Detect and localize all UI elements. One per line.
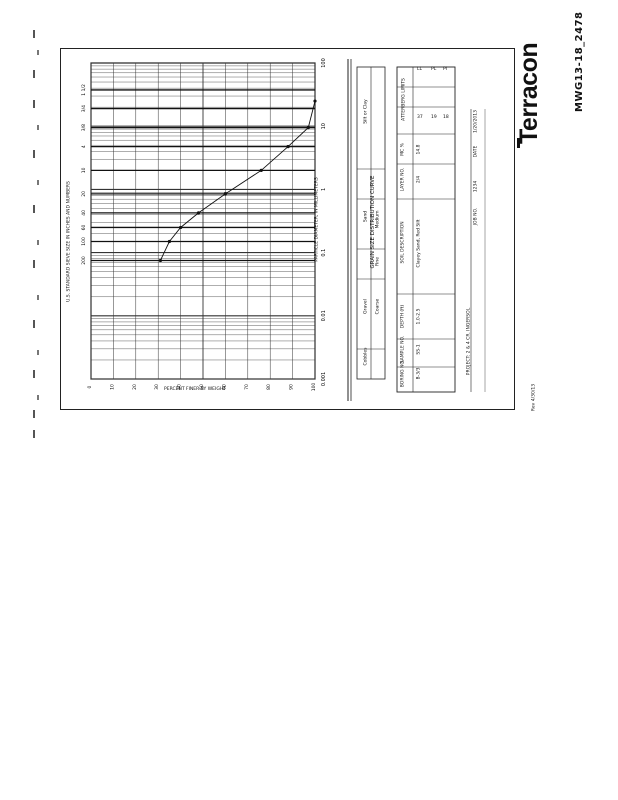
y-tick-label: 0 [87, 385, 93, 388]
data-point [158, 258, 163, 263]
row-pl: 19 [431, 115, 437, 120]
chart-grid [90, 63, 316, 380]
header-pi: PI [443, 67, 448, 72]
header-ll: LL [417, 67, 423, 72]
y-tick-label: 20 [132, 384, 138, 390]
label-cobbles: Cobbles [363, 347, 369, 366]
job-value: 1234 [473, 180, 479, 193]
y-tick-label: 80 [266, 384, 272, 390]
data-point [223, 192, 227, 196]
x-tick-label: 0.01 [321, 310, 327, 321]
header-pl: PL [431, 67, 437, 72]
sieve-label: 3/4 [81, 105, 87, 112]
top-scale-title: U.S. STANDARD SIEVE SIZE IN INCHES AND N… [66, 181, 72, 302]
row-depth: 1.0-2.5 [416, 308, 422, 325]
label-sand: Sand [363, 210, 369, 223]
x-tick-label: 100 [321, 58, 327, 68]
y-tick-label: 60 [221, 384, 227, 390]
sieve-label: 40 [81, 210, 87, 216]
sieve-label: 1 1/2 [81, 84, 87, 96]
row-description: Clayey Sand, Red Silt [416, 219, 422, 268]
sieve-label: 200 [81, 256, 87, 265]
label-gravel: Gravel [363, 299, 369, 314]
logo-underline [517, 138, 520, 148]
x-axis-ticks: 100 10 1 0.1 0.01 0.001 [321, 58, 327, 386]
x-tick-label: 0.1 [321, 249, 327, 257]
sieve-label: 60 [81, 224, 87, 230]
y-tick-label: 70 [244, 384, 250, 390]
data-point [179, 225, 183, 230]
header-depth: DEPTH (ft) [400, 304, 406, 329]
label-fine: Fine [375, 256, 381, 267]
data-point [167, 239, 171, 244]
label-silt-clay: Silt or Clay [363, 99, 369, 124]
sieve-label: 10 [81, 167, 87, 173]
x-tick-label: 10 [321, 123, 327, 129]
y-tick-label: 90 [289, 384, 295, 390]
date-value: 1/20/2013 [473, 109, 479, 134]
y-tick-label: 50 [199, 384, 205, 390]
data-point [306, 126, 310, 130]
data-point [196, 211, 201, 215]
row-ll: 37 [417, 115, 423, 120]
sieve-label: 3/8 [81, 124, 87, 131]
sieve-scale: 1 1/2 3/4 3/8 4 10 20 40 60 100 200 [81, 84, 87, 265]
header-mc: MC % [400, 143, 406, 156]
scan-edge-marks [33, 30, 43, 440]
data-point [259, 168, 263, 172]
row-mc: 14.8 [416, 144, 422, 155]
label-medium: Medium [375, 210, 381, 229]
y-tick-label: 40 [177, 384, 183, 390]
y-tick-label: 10 [109, 384, 115, 390]
terracon-logo: Terracon [515, 42, 543, 144]
sieve-label: 4 [81, 145, 87, 148]
y-tick-label: 30 [154, 384, 160, 390]
x-axis-label: PARTICLE DIAMETER, IN MILLIMETERS [314, 177, 320, 262]
data-point [313, 99, 317, 103]
x-tick-label: 0.001 [321, 372, 327, 386]
row-pi: 18 [443, 115, 449, 120]
chart-series [158, 99, 317, 263]
project-label: PROJECT: 2 & 4 CR. INGERSOL [466, 307, 472, 376]
header-description: SOIL DESCRIPTION [400, 221, 406, 264]
label-coarse: Coarse [375, 298, 381, 315]
y-tick-label: 100 [311, 383, 317, 392]
sieve-label: 20 [81, 191, 87, 197]
document-id: MWG13-18_2478 [574, 11, 585, 112]
header-atterberg: ATTERBERG LIMITS [401, 78, 407, 121]
data-point [286, 145, 290, 149]
sieve-label: 100 [81, 237, 87, 246]
x-tick-label: 1 [321, 188, 327, 191]
y-axis-label: PERCENT FINER BY WEIGHT [164, 387, 226, 392]
form-code: Rev 4/30/13 [531, 383, 537, 412]
gradation-curve [159, 100, 316, 261]
